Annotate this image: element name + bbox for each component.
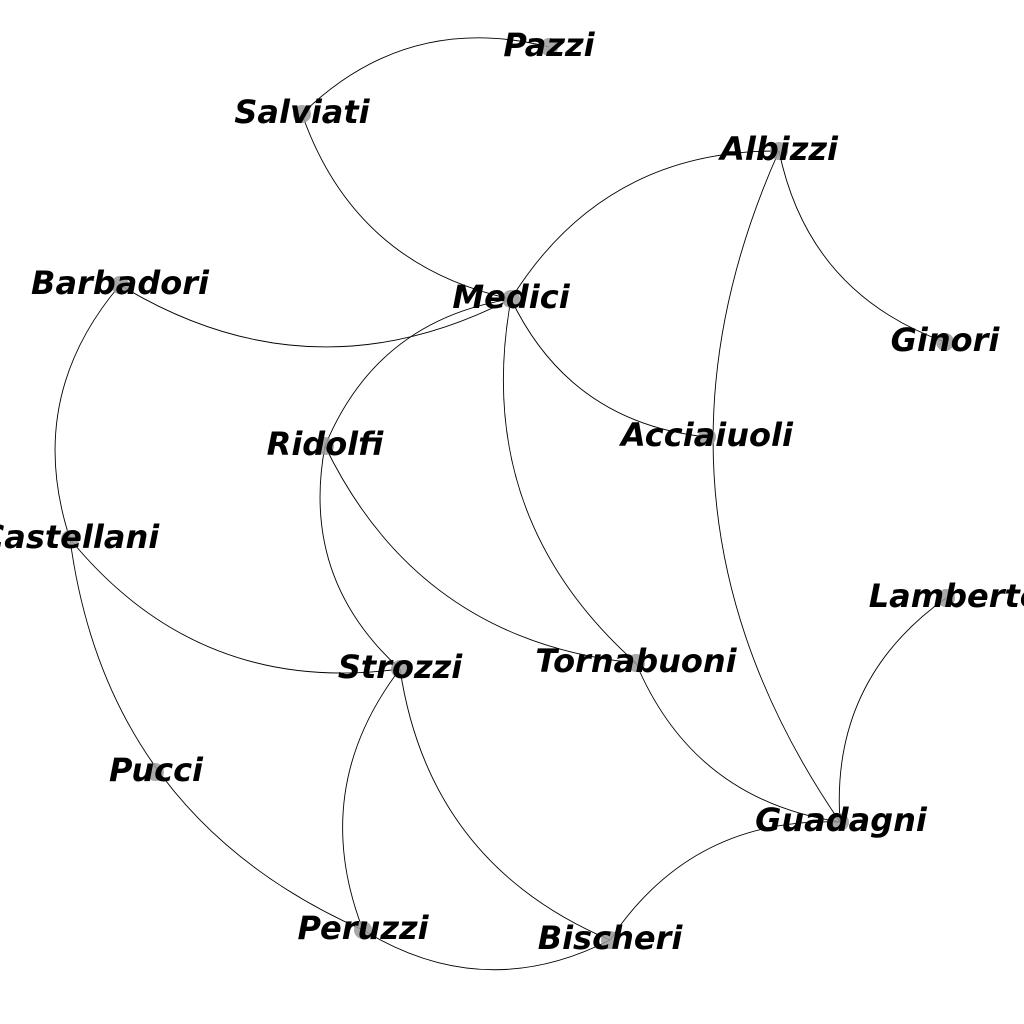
node-label-guadagni: Guadagni	[755, 801, 928, 839]
edge-pazzi-salviati	[301, 37, 550, 115]
edge-strozzi-peruzzi	[342, 668, 401, 931]
node-pazzi[interactable]	[540, 38, 558, 56]
edge-castellani-peruzzi	[69, 538, 364, 931]
node-bischeri[interactable]	[601, 931, 619, 949]
node-label-acciaiuoli: Acciaiuoli	[618, 416, 794, 454]
edge-albizzi-medici	[510, 150, 780, 300]
node-lamberteschi[interactable]	[937, 589, 955, 607]
edge-castellani-strozzi	[69, 538, 401, 674]
node-castellani[interactable]	[61, 530, 79, 548]
node-label-pazzi: Pazzi	[503, 26, 595, 64]
edge-lamberteschi-guadagni	[838, 597, 947, 823]
node-label-barbadori: Barbadori	[31, 264, 210, 302]
edge-tornabuoni-guadagni	[635, 662, 841, 823]
node-label-pucci: Pucci	[109, 751, 204, 789]
node-ginori[interactable]	[936, 333, 954, 351]
node-medici[interactable]	[502, 290, 520, 308]
edge-medici-tornabuoni	[502, 298, 637, 664]
edge-medici-acciaiuoli	[510, 298, 708, 438]
node-albizzi[interactable]	[770, 142, 788, 160]
node-label-albizzi: Albizzi	[717, 130, 839, 168]
node-label-salviati: Salviati	[234, 93, 370, 131]
node-label-castellani: Castellani	[0, 518, 160, 556]
edge-ridolfi-tornabuoni	[324, 445, 637, 664]
node-label-bischeri: Bischeri	[538, 919, 684, 957]
edge-strozzi-bischeri	[399, 668, 611, 941]
node-label-strozzi: Strozzi	[338, 648, 463, 686]
node-acciaiuoli[interactable]	[698, 428, 716, 446]
node-label-ginori: Ginori	[891, 321, 1001, 359]
node-tornabuoni[interactable]	[627, 654, 645, 672]
node-pucci[interactable]	[146, 763, 164, 781]
node-label-tornabuoni: Tornabuoni	[535, 642, 737, 680]
edge-albizzi-guadagni	[712, 150, 841, 823]
edge-barbadori-medici	[119, 284, 512, 348]
node-label-ridolfi: Ridolfi	[267, 425, 384, 463]
edge-barbadori-castellani	[54, 284, 121, 540]
node-salviati[interactable]	[293, 105, 311, 123]
edge-albizzi-ginori	[778, 150, 946, 343]
edge-ridolfi-strozzi	[319, 445, 401, 670]
node-strozzi[interactable]	[391, 660, 409, 678]
edge-peruzzi-bischeri	[362, 929, 611, 971]
node-label-peruzzi: Peruzzi	[297, 909, 429, 947]
nodes-layer	[61, 38, 955, 949]
node-barbadori[interactable]	[111, 276, 129, 294]
edge-medici-ridolfi	[324, 298, 512, 447]
node-ridolfi[interactable]	[316, 437, 334, 455]
edge-salviati-medici	[301, 113, 512, 300]
node-guadagni[interactable]	[831, 813, 849, 831]
node-peruzzi[interactable]	[354, 921, 372, 939]
node-label-medici: Medici	[452, 278, 570, 316]
node-label-lamberteschi: Lamberteschi	[869, 577, 1024, 615]
edge-guadagni-bischeri	[609, 821, 841, 941]
